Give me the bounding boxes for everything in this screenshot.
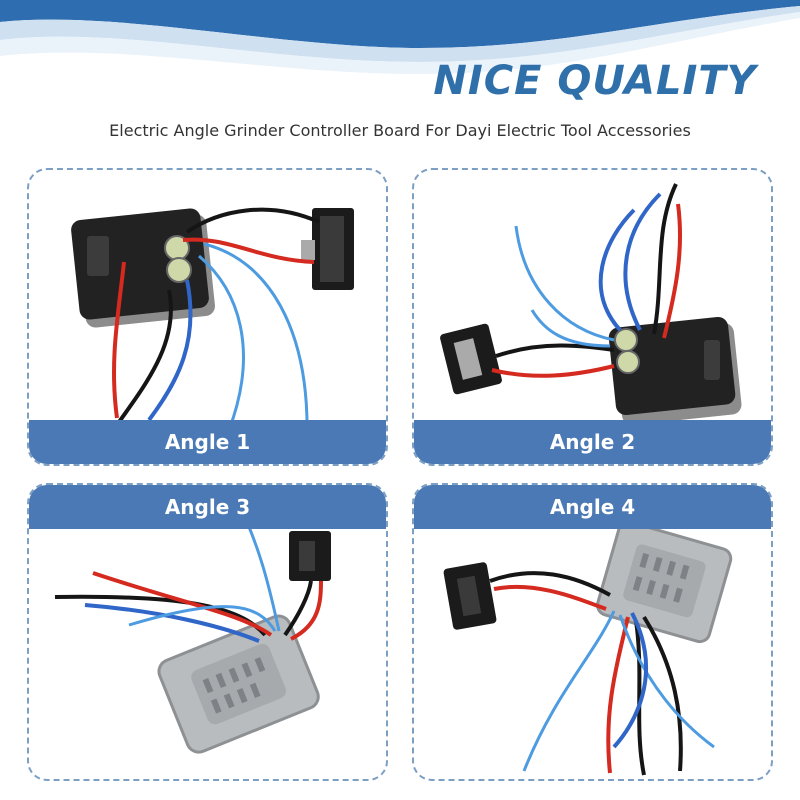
angle-label-4: Angle 4	[414, 485, 771, 529]
controller-board-photo-4	[443, 520, 733, 776]
angle-label-3: Angle 3	[29, 485, 386, 529]
photo-panel-angle-3[interactable]: Angle 3	[27, 483, 388, 781]
controller-board-photo-1	[71, 207, 354, 437]
angle-label-2: Angle 2	[414, 420, 771, 464]
photo-panel-angle-1[interactable]: Angle 1	[27, 168, 388, 466]
photo-panel-angle-2[interactable]: Angle 2	[412, 168, 773, 466]
header-wave-decoration	[0, 0, 800, 74]
angle-label-1: Angle 1	[29, 420, 386, 464]
controller-board-photo-3	[54, 504, 331, 754]
photo-panel-angle-4[interactable]: Angle 4	[412, 483, 773, 781]
product-subtitle: Electric Angle Grinder Controller Board …	[109, 121, 691, 140]
headline: NICE QUALITY	[433, 58, 757, 104]
controller-board-photo-2	[440, 183, 742, 426]
